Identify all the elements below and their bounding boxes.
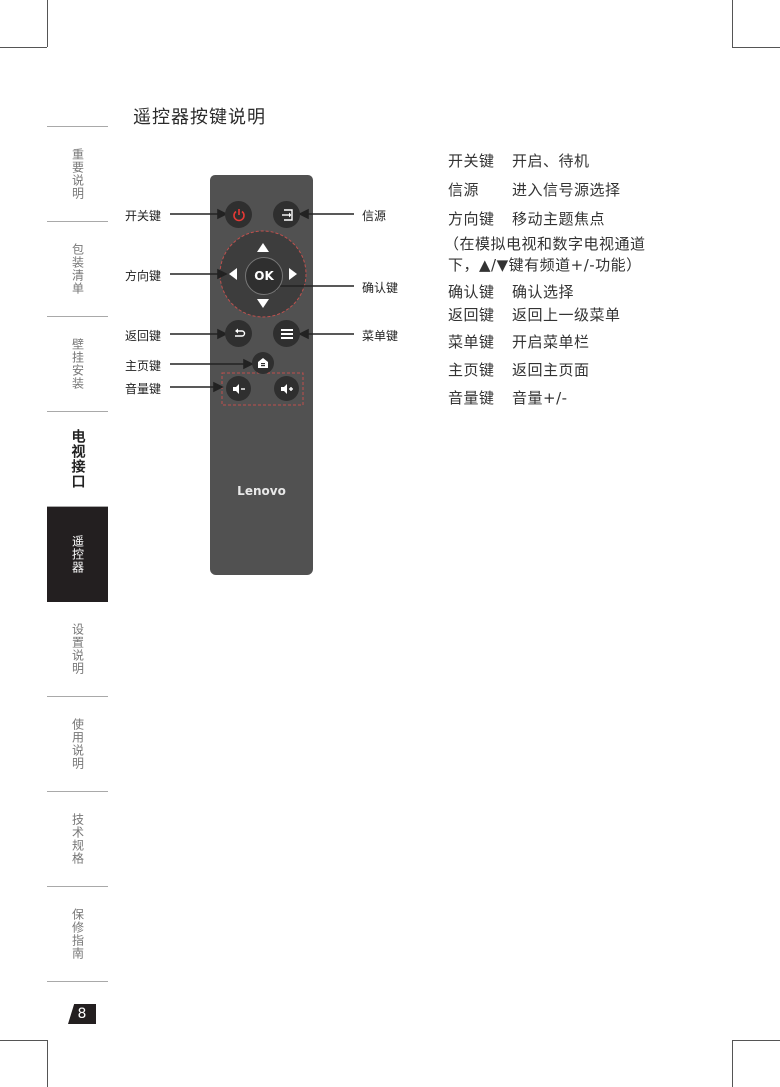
up-arrow-icon (257, 243, 269, 252)
desc-dpad-note-2: 下，▲/▼键有频道+/-功能） (448, 256, 642, 274)
crop-mark (732, 0, 733, 47)
tab-label: 保修指南 (70, 908, 85, 960)
desc-text: 确认选择 (512, 283, 575, 301)
tab-label: 壁挂安装 (70, 338, 85, 390)
desc-key: 方向键 (448, 210, 495, 228)
callout-power: 开关键 (125, 209, 162, 223)
down-arrow-icon (257, 299, 269, 308)
callout-dpad: 方向键 (125, 269, 162, 283)
crop-mark (732, 1040, 733, 1087)
desc-text: 返回上一级菜单 (512, 306, 621, 324)
tab-specs[interactable]: 技术规格 (47, 792, 108, 887)
back-button[interactable] (225, 320, 252, 347)
desc-text: 开启菜单栏 (512, 333, 590, 351)
ok-button[interactable]: OK (245, 257, 283, 295)
crop-mark (47, 0, 48, 47)
crop-mark (0, 47, 47, 48)
tab-usage[interactable]: 使用说明 (47, 697, 108, 792)
page-number: 8 (68, 1004, 96, 1024)
crop-mark (47, 1040, 48, 1087)
callout-menu: 菜单键 (362, 329, 399, 343)
tab-tv-ports[interactable]: 电视接口 (47, 412, 108, 507)
desc-power: 开关键开启、待机 (448, 150, 590, 171)
callout-home: 主页键 (125, 359, 162, 373)
power-button[interactable] (225, 201, 252, 228)
tab-warranty[interactable]: 保修指南 (47, 887, 108, 982)
desc-home: 主页键返回主页面 (448, 359, 590, 380)
section-sidebar: 重要说明 包装清单 壁挂安装 电视接口 遥控器 设置说明 使用说明 技术规格 保… (47, 126, 108, 982)
volume-up-button[interactable] (274, 376, 299, 401)
home-icon (258, 358, 268, 368)
desc-key: 确认键 (448, 283, 495, 301)
tab-package[interactable]: 包装清单 (47, 222, 108, 317)
source-button[interactable] (273, 201, 300, 228)
desc-text: 进入信号源选择 (512, 181, 621, 199)
desc-key: 主页键 (448, 361, 495, 379)
menu-icon (280, 328, 293, 339)
desc-key: 音量键 (448, 389, 495, 407)
crop-mark (732, 1040, 780, 1041)
brand-logo: Lenovo (237, 484, 286, 498)
desc-dpad: 方向键移动主题焦点 (448, 208, 605, 229)
volume-up-icon (280, 383, 293, 394)
callout-source: 信源 (362, 209, 387, 223)
tab-wall-mount[interactable]: 壁挂安装 (47, 317, 108, 412)
desc-menu: 菜单键开启菜单栏 (448, 331, 590, 352)
desc-source: 信源 进入信号源选择 (448, 179, 621, 200)
desc-ok: 确认键确认选择 (448, 281, 574, 302)
desc-key: 信源 (448, 181, 480, 199)
tab-label: 电视接口 (69, 429, 86, 489)
callout-volume: 音量键 (125, 382, 162, 396)
tab-label: 技术规格 (70, 813, 85, 865)
desc-text: 移动主题焦点 (512, 210, 606, 228)
volume-down-button[interactable] (226, 376, 251, 401)
page-title: 遥控器按键说明 (133, 107, 266, 128)
power-icon (232, 208, 245, 221)
menu-button[interactable] (273, 320, 300, 347)
desc-key: 返回键 (448, 306, 495, 324)
ok-label: OK (254, 269, 274, 283)
tab-settings[interactable]: 设置说明 (47, 602, 108, 697)
desc-key: 开关键 (448, 152, 495, 170)
crop-mark (732, 47, 780, 48)
desc-text: 音量+/- (512, 389, 568, 407)
volume-down-icon (232, 383, 245, 394)
desc-text: 返回主页面 (512, 361, 590, 379)
callout-ok: 确认键 (362, 281, 399, 295)
right-arrow-icon (289, 268, 297, 280)
home-button[interactable] (252, 352, 274, 374)
source-icon (281, 208, 293, 221)
tab-label: 使用说明 (70, 718, 85, 770)
tab-label: 包装清单 (70, 243, 85, 295)
desc-dpad-note-1: （在模拟电视和数字电视通道 (444, 235, 646, 253)
left-arrow-icon (229, 268, 237, 280)
tab-safety[interactable]: 重要说明 (47, 126, 108, 222)
callout-back: 返回键 (125, 329, 162, 343)
desc-volume: 音量键音量+/- (448, 387, 568, 408)
desc-back: 返回键返回上一级菜单 (448, 304, 621, 325)
tab-label: 重要说明 (70, 148, 85, 200)
tab-label: 遥控器 (70, 534, 85, 574)
back-icon (234, 328, 245, 337)
desc-text: 开启、待机 (512, 152, 590, 170)
tab-remote[interactable]: 遥控器 (47, 507, 108, 602)
desc-key: 菜单键 (448, 333, 495, 351)
tab-label: 设置说明 (70, 623, 85, 675)
crop-mark (0, 1040, 47, 1041)
